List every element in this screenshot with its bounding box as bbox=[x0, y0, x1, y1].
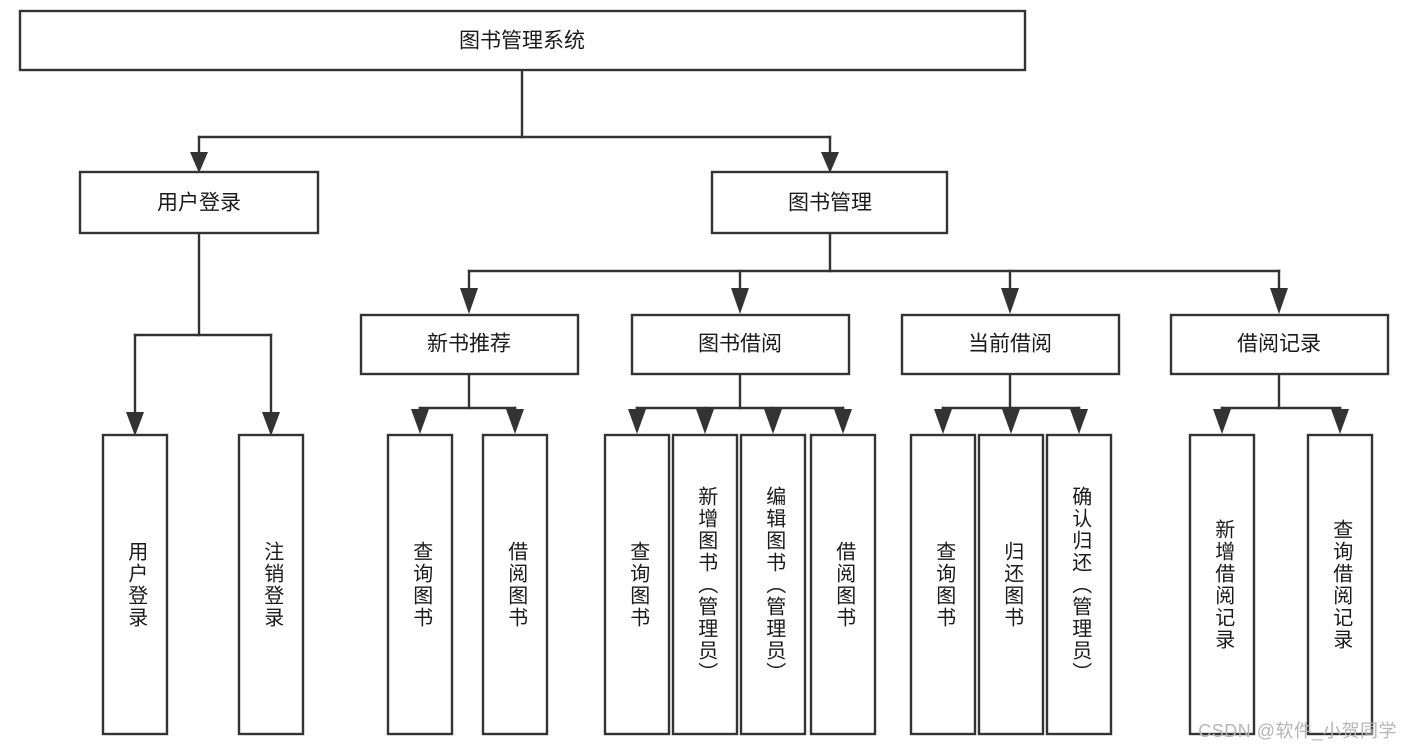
arrowhead-icon bbox=[834, 409, 852, 434]
node-current-borrow-label: 当前借阅 bbox=[968, 333, 1052, 356]
node-leaf-return-book[interactable] bbox=[977, 433, 1045, 736]
arrowhead-icon bbox=[696, 409, 714, 434]
arrowhead-group bbox=[126, 152, 1349, 436]
node-book-borrow-label: 图书借阅 bbox=[698, 333, 782, 356]
node-leaf-borrow-book-2[interactable] bbox=[809, 433, 877, 736]
node-user-login-label: 用户登录 bbox=[157, 192, 241, 215]
arrowhead-icon bbox=[460, 288, 478, 314]
arrowhead-icon bbox=[1213, 409, 1231, 434]
node-leaf-query-record[interactable] bbox=[1306, 433, 1374, 736]
node-leaf-query-book-3[interactable] bbox=[909, 433, 977, 736]
node-leaf-user-login[interactable] bbox=[101, 433, 169, 736]
node-leaf-query-book-1[interactable] bbox=[386, 433, 454, 736]
node-leaf-add-book[interactable] bbox=[671, 433, 739, 736]
node-borrow-record[interactable] bbox=[1169, 313, 1390, 376]
arrowhead-icon bbox=[1002, 409, 1020, 434]
node-leaf-borrow-book-1[interactable] bbox=[481, 433, 549, 736]
arrowhead-icon bbox=[506, 409, 524, 434]
watermark-text: CSDN @软件_小贺同学 bbox=[1198, 721, 1397, 741]
arrowhead-icon bbox=[764, 409, 782, 434]
node-new-book-rec[interactable] bbox=[359, 313, 580, 376]
arrowhead-icon bbox=[262, 412, 280, 436]
node-book-manage[interactable] bbox=[710, 170, 949, 235]
arrowhead-icon bbox=[411, 409, 429, 434]
node-current-borrow[interactable] bbox=[900, 313, 1121, 376]
arrowhead-icon bbox=[1270, 288, 1288, 314]
node-root[interactable] bbox=[18, 9, 1027, 72]
arrowhead-icon bbox=[1331, 409, 1349, 434]
arrowhead-icon bbox=[1001, 288, 1019, 314]
arrowhead-icon bbox=[190, 152, 208, 173]
node-borrow-record-label: 借阅记录 bbox=[1237, 333, 1321, 356]
node-leaf-edit-book[interactable] bbox=[739, 433, 807, 736]
node-root-label: 图书管理系统 bbox=[459, 30, 585, 53]
arrowhead-icon bbox=[628, 409, 646, 434]
arrowhead-icon bbox=[731, 288, 749, 314]
node-new-book-rec-label: 新书推荐 bbox=[427, 333, 511, 356]
arrowhead-icon bbox=[126, 412, 144, 436]
arrowhead-icon bbox=[934, 409, 952, 434]
node-leaf-add-record[interactable] bbox=[1188, 433, 1256, 736]
arrowhead-icon bbox=[821, 152, 839, 173]
arrowhead-icon bbox=[1070, 409, 1088, 434]
node-group: 图书管理系统 用户登录 图书管理 新书推荐 图书借阅 当前借阅 借阅记录 bbox=[18, 9, 1390, 736]
node-leaf-confirm-return[interactable] bbox=[1045, 433, 1113, 736]
node-user-login[interactable] bbox=[78, 170, 320, 235]
node-leaf-query-book-2[interactable] bbox=[603, 433, 671, 736]
node-leaf-logout[interactable] bbox=[237, 433, 305, 736]
node-book-borrow[interactable] bbox=[630, 313, 851, 376]
node-book-manage-label: 图书管理 bbox=[788, 192, 872, 215]
